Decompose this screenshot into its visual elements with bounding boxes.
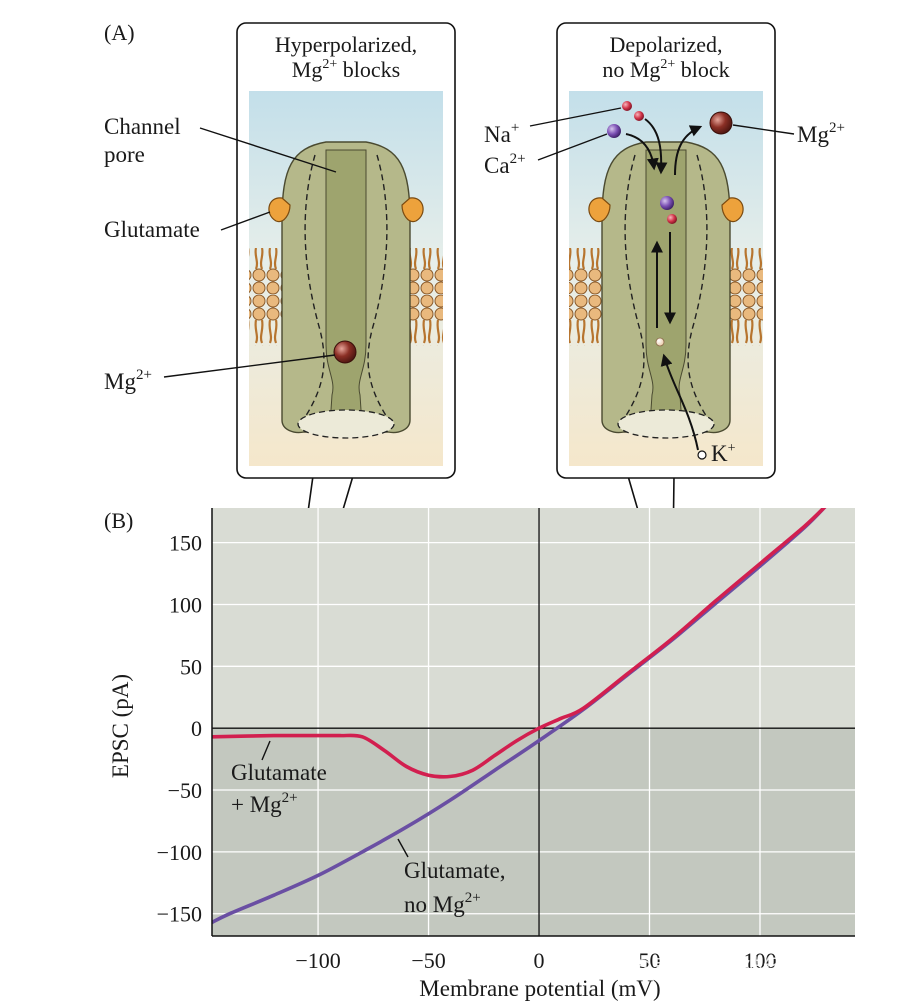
panel-a-tag: (A) bbox=[104, 20, 135, 45]
y-tick-label: 100 bbox=[169, 592, 202, 617]
mg-left-label: Mg2+ bbox=[104, 367, 152, 394]
na-leader bbox=[529, 107, 622, 127]
x-tick-labels: −100 −50 0 50 100 bbox=[295, 948, 776, 973]
y-tick-label: −100 bbox=[157, 840, 202, 865]
mg-left-leader bbox=[163, 354, 336, 378]
y-tick-label: 0 bbox=[191, 716, 202, 741]
series-label-red-line1: Glutamate bbox=[231, 760, 327, 785]
red-label-leader bbox=[261, 740, 271, 761]
right-channel-box: Depolarized, no Mg2+ block K+ bbox=[556, 22, 776, 628]
plot-series bbox=[212, 508, 827, 925]
panel-b-tag: (B) bbox=[104, 508, 133, 533]
series-line-glutamate-mg bbox=[212, 508, 827, 779]
x-tick-label: 100 bbox=[743, 948, 776, 973]
glutamate-icon bbox=[588, 197, 611, 223]
left-box-title-line2: Mg2+ blocks bbox=[292, 57, 400, 82]
channel-pore-leader bbox=[199, 127, 337, 173]
right-box-title-line1: Depolarized, bbox=[610, 32, 723, 57]
glutamate-icon bbox=[268, 197, 291, 223]
y-tick-label: 150 bbox=[169, 531, 202, 556]
right-box-title-line2: no Mg2+ block bbox=[602, 57, 729, 82]
na-ion-icon bbox=[667, 214, 677, 224]
mg-ion-icon bbox=[709, 111, 733, 135]
glutamate-icon bbox=[401, 197, 424, 223]
x-tick-label: −50 bbox=[411, 948, 445, 973]
y-axis-title: EPSC (pA) bbox=[108, 674, 133, 778]
series-label-red-line2: + Mg2+ bbox=[231, 790, 298, 817]
ion-influx-arrow bbox=[625, 133, 659, 171]
mg-right-leader bbox=[732, 124, 795, 135]
k-efflux-arrow bbox=[660, 353, 699, 451]
channel-pore-label-line1: Channel bbox=[104, 114, 181, 139]
series-line-glutamate-no-mg bbox=[212, 508, 827, 925]
mg-right-label: Mg2+ bbox=[797, 120, 845, 147]
glutamate-label: Glutamate bbox=[104, 217, 200, 242]
left-box-title-line1: Hyperpolarized, bbox=[275, 32, 417, 57]
k-ion-icon bbox=[697, 450, 707, 460]
ion-influx-arrow bbox=[644, 118, 668, 175]
y-tick-label: 50 bbox=[180, 654, 202, 679]
y-tick-label: −50 bbox=[168, 778, 202, 803]
mg-efflux-arrow bbox=[674, 125, 703, 176]
series-label-blue-line2: no Mg2+ bbox=[404, 890, 481, 917]
na-label: Na+ bbox=[484, 120, 519, 147]
ca-label: Ca2+ bbox=[484, 151, 526, 178]
glutamate-leader bbox=[220, 211, 271, 231]
series-label-blue-line1: Glutamate, bbox=[404, 858, 506, 883]
left-channel-box: Hyperpolarized, Mg2+ blocks bbox=[236, 22, 456, 729]
plot-background-upper bbox=[212, 508, 855, 729]
y-tick-label: −150 bbox=[157, 902, 202, 927]
epsc-plot: 150 100 50 0 −50 −100 −150 −100 −50 0 50 100 bbox=[157, 508, 855, 973]
plot-background-lower bbox=[212, 728, 855, 936]
na-ion-icon bbox=[622, 101, 632, 111]
left-channel-protein bbox=[281, 141, 411, 439]
x-tick-label: 0 bbox=[534, 948, 545, 973]
glutamate-icon bbox=[721, 197, 744, 223]
watermark-text: 知乎 @黄花卷学神经科学 bbox=[580, 956, 829, 981]
blue-label-leader bbox=[397, 838, 409, 858]
ca-leader bbox=[537, 133, 608, 161]
x-tick-label: −100 bbox=[295, 948, 340, 973]
channel-pore-label-line2: pore bbox=[104, 142, 145, 167]
k-ion-icon bbox=[655, 337, 665, 347]
x-tick-label: 50 bbox=[639, 948, 661, 973]
zero-axes bbox=[212, 508, 855, 936]
y-tick-labels: 150 100 50 0 −50 −100 −150 bbox=[157, 531, 202, 927]
k-label: K+ bbox=[711, 441, 736, 466]
mg-ion-icon bbox=[333, 340, 357, 364]
ca-ion-icon bbox=[660, 196, 674, 210]
na-ion-icon bbox=[634, 111, 644, 121]
plot-grid bbox=[212, 508, 855, 936]
x-axis-title: Membrane potential (mV) bbox=[419, 976, 660, 1001]
ca-ion-icon bbox=[607, 124, 621, 138]
right-channel-protein bbox=[601, 141, 731, 439]
